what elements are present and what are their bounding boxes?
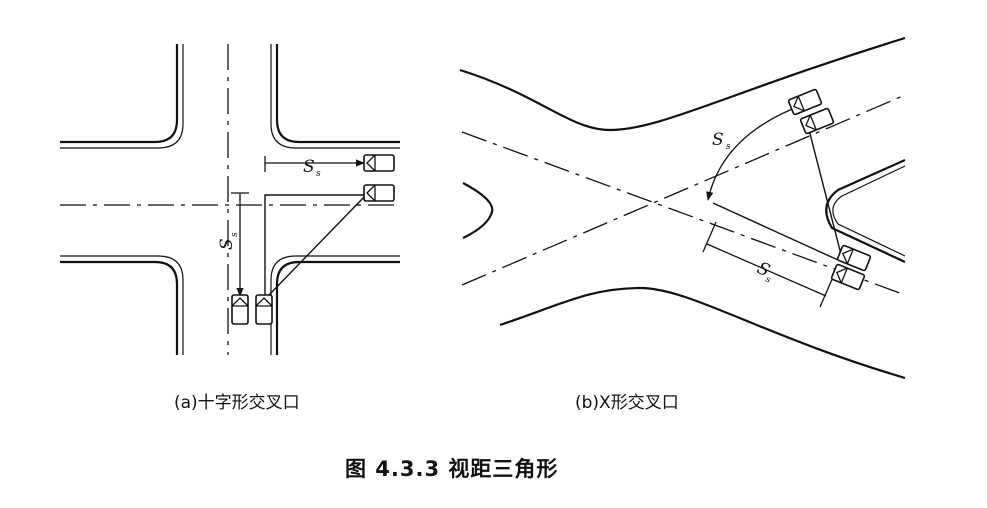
road-nose-b-left [462, 182, 494, 239]
cross-intersection-diagram: S s S s [60, 44, 400, 355]
road-edge-top-right-inner [270, 44, 400, 149]
x-intersection-diagram: S s S s [459, 36, 906, 380]
road-edge-bottom-right [275, 260, 400, 355]
label-s-vertical-sub: s [230, 232, 240, 237]
sight-line-b-2 [712, 202, 839, 261]
road-edge-top-right [275, 44, 400, 144]
road-edge-bottom-left-inner [60, 255, 184, 355]
car-a-right-lower [363, 184, 395, 202]
label-s-horizontal: S [303, 157, 315, 177]
road-edge-b-top [459, 36, 906, 132]
car-b-bottom-2 [830, 263, 866, 291]
dim-tick-b-right [819, 276, 834, 308]
road-edge-top-left [60, 44, 179, 144]
label-s-curved: S [712, 130, 724, 150]
dim-tick-b-left [702, 221, 717, 253]
road-edge-bottom-left [60, 260, 179, 355]
center-line-b-1 [461, 131, 906, 296]
center-line-b-2 [461, 94, 906, 286]
car-a-bottom-left [231, 294, 249, 325]
road-nose-b-right [825, 158, 906, 263]
sight-line-a-edge [264, 194, 366, 296]
sight-line-b-1 [807, 125, 844, 263]
road-edge-top-left-inner [60, 44, 184, 149]
label-s-horizontal-sub: s [316, 169, 321, 179]
road-nose-b-right-inner [832, 165, 906, 257]
label-s-bottom-sub: s [764, 275, 773, 286]
caption-x-intersection: (b)X形交叉口 [575, 393, 679, 413]
dim-line-b-bottom [706, 243, 827, 297]
car-a-bottom-right [255, 294, 273, 325]
car-b-bottom-1 [836, 244, 872, 272]
road-edge-bottom-right-inner [270, 255, 400, 355]
car-b-top-1 [787, 88, 823, 116]
label-s-curved-sub: s [726, 142, 731, 152]
figure-title: 图 4.3.3 视距三角形 [345, 457, 559, 481]
car-a-right-upper [363, 154, 395, 172]
sight-line-a-diagonal [267, 194, 367, 297]
label-s-vertical: S [217, 238, 237, 250]
car-b-top-2 [799, 107, 835, 135]
curved-sight-arrow [706, 102, 809, 201]
road-edge-b-bottom [499, 286, 906, 380]
caption-cross-intersection: (a)十字形交叉口 [174, 393, 300, 413]
